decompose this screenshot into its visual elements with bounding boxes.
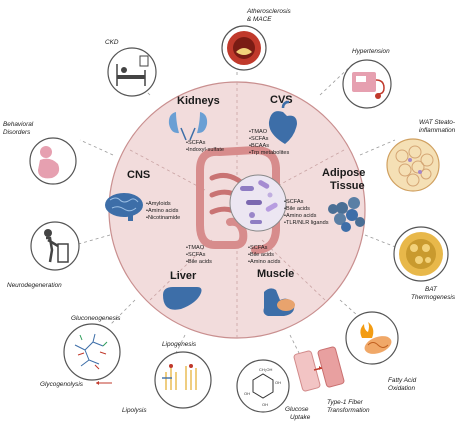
brain-icon [105,193,143,221]
lipogenesis-label: Lipogenesis [162,341,197,348]
cns-title: CNS [127,169,150,181]
adipose-item-4: •TLR/NLR ligands [284,220,329,226]
athero-label-1: Atherosclerosis [246,8,291,15]
glucose-label-1: Glucose [285,406,309,413]
liver-item-2: •SCFAs [186,252,206,258]
cvs-item-2: •SCFAs [249,136,269,142]
liver-item-1: •TMAO [186,245,205,251]
ckd-label: CKD [105,39,119,46]
hypertension-label: Hypertension [352,48,390,55]
bacteria-icon [240,180,278,224]
heart-icon [268,100,297,144]
svg-text:OH: OH [244,391,250,396]
lipolysis-label: Lipolysis [122,407,147,414]
adipose-item-3: •Amino acids [284,213,317,219]
separator-wat [359,139,396,156]
neurodegeneration-icon [30,221,80,271]
disc-dividers [129,82,345,338]
behavioral-label-2: Disorders [3,129,31,136]
wat-label-2: inflammation [419,127,456,134]
glycogeno-label: Glycogenolysis [40,381,84,388]
blood-pressure-icon [352,72,385,99]
neuro-label: Neurodegeneration [7,282,62,289]
bat-label-1: BAT [425,286,438,293]
wat-label-1: WAT Steato- [419,119,455,126]
kidneys-icon [168,112,208,141]
liver-title: Liver [170,270,197,282]
svg-text:OH: OH [275,380,281,385]
fao-label-2: Oxidation [388,385,415,392]
ckd-icon [107,47,157,97]
kidneys-title: Kidneys [177,95,220,107]
cvs-title: CVS [270,94,293,106]
separator-behavioral [79,139,114,156]
gluconeo-label: Gluconeogenesis [71,315,121,322]
fat-cells-icon [395,145,434,187]
adipose-title-line1: Adipose [322,167,365,179]
muscle-item-2: •Bile acids [248,252,274,258]
walker-person-icon [44,229,69,263]
cns-item-1: •Amyloids [146,201,171,207]
muscle-item-1: •SCFAs [248,245,268,251]
type1-label-1: Type-1 Fiber [327,399,364,406]
type1-label-2: Transformation [327,407,370,414]
sad-person-icon [38,146,60,179]
separator-hypertension [319,61,356,96]
glucose-molecule-icon: CH₂OH OH OH OH [244,367,281,407]
cvs-item-4: •Trp metabolites [249,150,290,156]
cvs-item-1: •TMAO [249,129,268,135]
glucose-label-2: Uptake [290,414,311,421]
muscle-title: Muscle [257,268,294,280]
hospital-bed-icon [116,55,149,86]
glycogen-branches-icon [74,333,108,370]
brown-fat-cell-icon [399,232,443,276]
cns-item-3: •Nicotinamide [146,215,180,221]
cvs-item-3: •BCAAs [249,143,269,149]
glycogen-icon [63,323,121,381]
liver-icon [163,287,202,310]
fao-label-1: Fatty Acid [388,377,417,384]
glucose-uptake-icon [236,359,290,413]
plaque-icon [236,48,252,55]
adipose-cells-icon [328,197,365,232]
athero-label-2: & MACE [247,16,272,23]
adipose-item-2: •Bile acids [284,206,310,212]
bat-label-2: Thermogenesis [411,294,456,301]
separator-neuro [74,234,111,246]
separator-glucose [289,334,301,356]
adipose-title-line2: Tissue [330,180,365,192]
separator-lipo [174,334,186,356]
liver-item-3: •Bile acids [186,259,212,265]
adipose-item-1: •SCFAs [284,199,304,205]
muscle-arm-icon [263,288,295,316]
muscle-item-3: •Amino acids [248,259,281,265]
kidneys-item-2: •Indoxyl-sulfate [186,147,224,153]
wat-icon [386,138,440,192]
muscle-fiber-icon [293,346,345,392]
behavioral-label-1: Behavioral [3,121,34,128]
svg-text:CH₂OH: CH₂OH [259,367,272,372]
kidneys-item-1: •SCFAs [186,140,206,146]
cns-item-2: •Amino acids [146,208,179,214]
lipid-molecules-icon [162,364,197,390]
svg-text:OH: OH [262,402,268,407]
lipogenesis-icon [154,351,212,409]
separator-bat [364,234,399,249]
mitochondria-flame-icon [360,322,392,354]
glycogeno-arrowhead [96,381,99,385]
